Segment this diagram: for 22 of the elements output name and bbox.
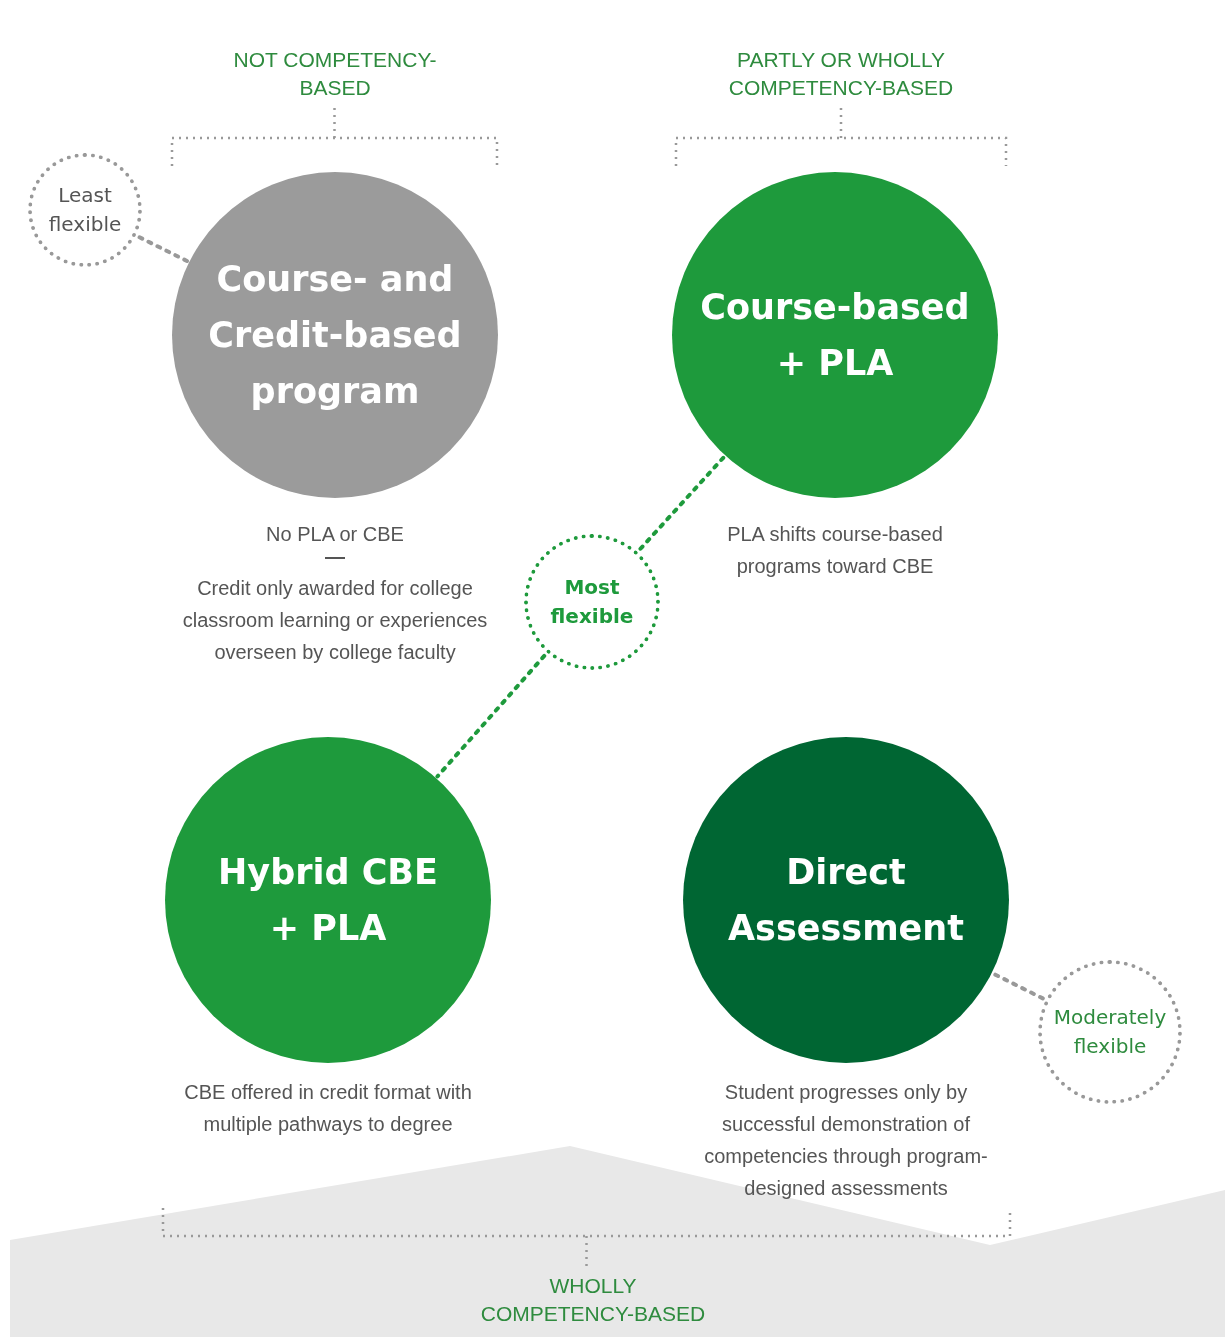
node-label: Course- and Credit-based program	[207, 258, 463, 413]
category-label: PARTLY OR WHOLLY COMPETENCY-BASED	[727, 47, 955, 101]
description-text: CBE offered in credit format with multiple pathways to degree	[183, 1080, 473, 1137]
node-label: Least flexible	[47, 182, 123, 238]
node-label: Hybrid CBE + PLA	[217, 851, 439, 950]
dotted-connector	[435, 653, 547, 779]
flexibility-badge	[524, 534, 660, 670]
description-text: Credit only awarded for college classroom learning or experiences overseen by college faculty	[181, 576, 489, 665]
dotted-connector	[137, 235, 190, 264]
flexibility-badge	[1038, 960, 1182, 1104]
description-text: PLA shifts course-based programs toward CBE	[726, 522, 944, 579]
description-text: Student progresses only by successful demonstration of competencies through program-designed assessments	[703, 1080, 989, 1201]
description-text: No PLA or CBE	[265, 522, 405, 547]
flexibility-badge	[28, 153, 142, 267]
node-label: Moderately flexible	[1052, 1004, 1168, 1060]
dotted-connector	[638, 455, 726, 551]
dotted-connector	[993, 972, 1046, 1001]
node-label: Course-based + PLA	[699, 286, 971, 385]
category-label: WHOLLY COMPETENCY-BASED	[479, 1273, 707, 1327]
node-label: Direct Assessment	[727, 851, 965, 950]
category-label: NOT COMPETENCY-BASED	[232, 47, 438, 101]
node-label: Most flexible	[549, 574, 635, 630]
